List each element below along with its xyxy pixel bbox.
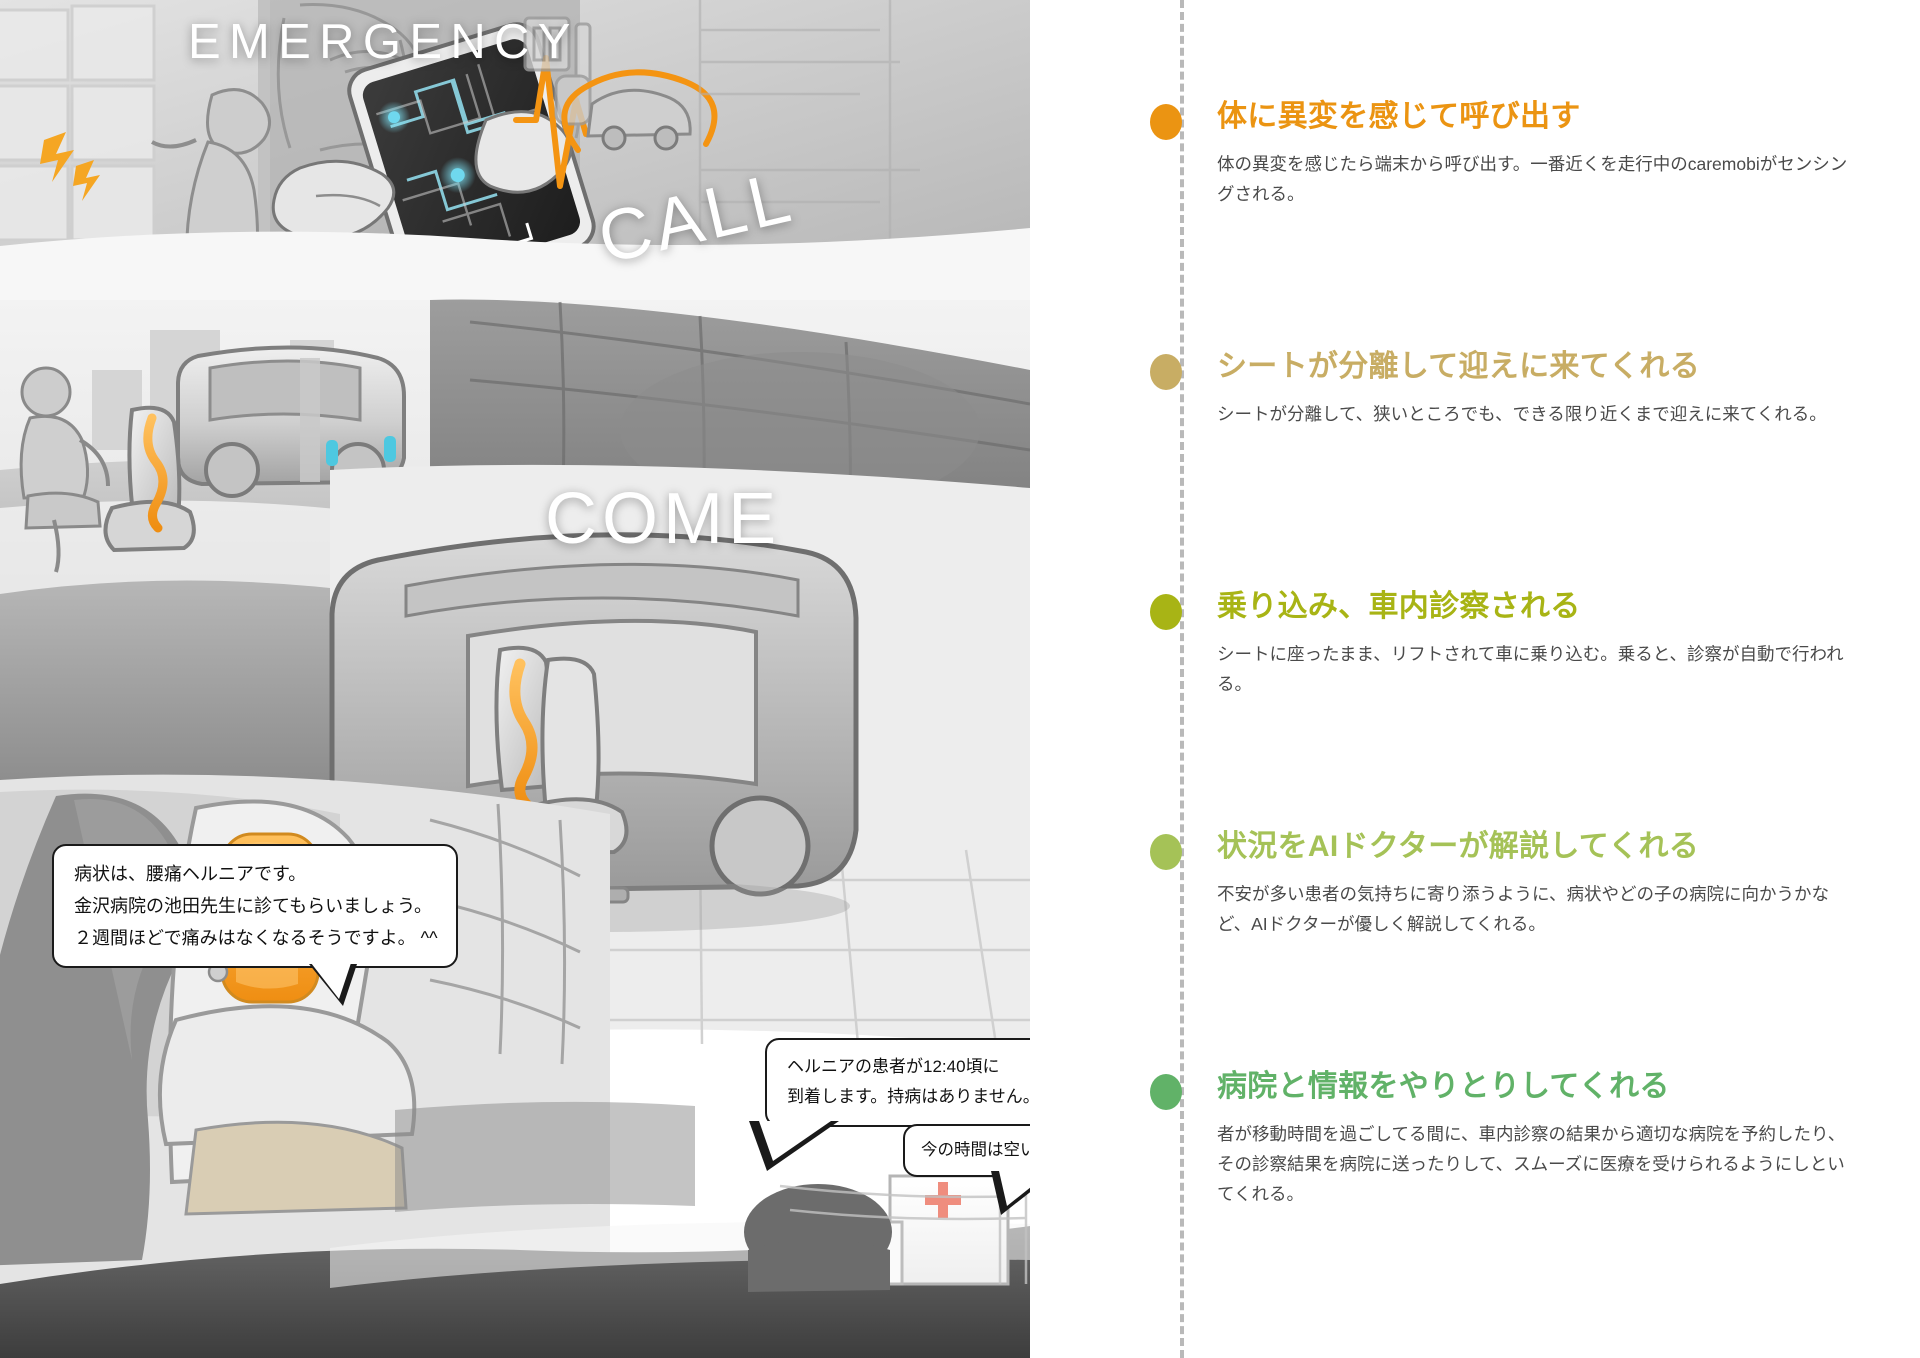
step-body-2: シートが分離して、狭いところでも、できる限り近くまで迎えに来てくれる。 [1217, 403, 1827, 424]
timeline-step-5: 病院と情報をやりとりしてくれる 者が移動時間を過ごしてる間に、車内診察の結果から… [1150, 1068, 1890, 1209]
bubble-tail-inner [759, 1120, 831, 1161]
timeline-step-1: 体に異変を感じて呼び出す 体の異変を感じたら端末から呼び出す。一番近くを走行中の… [1150, 98, 1890, 209]
step-body-4: 不安が多い患者の気持ちに寄り添うように、病状やどの子の病院に向かうかなど、AIド… [1217, 883, 1829, 934]
steps-panel [1030, 0, 1920, 1358]
bubble-line: ヘルニアの患者が12:40頃に [787, 1057, 1000, 1076]
operator-figure [744, 1184, 892, 1292]
step-marker-dot-5 [1150, 1074, 1182, 1110]
bubble-line: ２週間ほどで痛みはなくなるそうですよ。 ^^ [74, 928, 438, 949]
timeline-step-3: 乗り込み、車内診察される シートに座ったまま、リフトされて車に乗り込む。乗ると、… [1150, 588, 1890, 699]
step-marker-dot-3 [1150, 594, 1182, 630]
bubble-tail-inner [999, 1171, 1030, 1207]
smartphone-device [347, 22, 596, 295]
heartbeat-pulse [513, 55, 605, 189]
step-body-3: シートに座ったまま、リフトされて車に乗り込む。乗ると、診察が自動で行われる。 [1217, 643, 1844, 694]
bubble-line: 病状は、腰痛ヘルニアです。 [74, 864, 307, 884]
step-marker-dot-2 [1150, 354, 1182, 390]
ai-doctor-diagnosis-bubble: 病状は、腰痛ヘルニアです。 金沢病院の池田先生に診てもらいましょう。 ２週間ほど… [52, 844, 458, 1007]
step-title-3: 乗り込み、車内診察される [1217, 590, 1581, 623]
red-cross-icon [925, 1182, 961, 1218]
step-title-4: 状況をAIドクターが解説してくれる [1217, 830, 1700, 863]
caremobi-vehicle-icon [561, 69, 718, 153]
step-body-1: 体の異変を感じたら端末から呼び出す。一番近くを走行中のcaremobiがセンシン… [1217, 153, 1848, 204]
step-title-1: 体に異変を感じて呼び出す [1217, 100, 1581, 133]
timeline-dashed-connector [1180, 0, 1184, 1358]
bubble-line: 今の時間は空いています [921, 1141, 1030, 1159]
hospital-notification-bubble: ヘルニアの患者が12:40頃に 到着します。持病はありません。 [749, 1038, 1030, 1171]
step-marker-dot-4 [1150, 834, 1182, 870]
waiting-person [19, 366, 110, 573]
hospital-availability-bubble: 今の時間は空いています [903, 1124, 1030, 1216]
panel-emergency-call [0, 0, 1030, 303]
step-title-5: 病院と情報をやりとりしてくれる [1217, 1070, 1670, 1103]
timeline-step-2: シートが分離して迎えに来てくれる シートが分離して、狭いところでも、できる限り近… [1150, 348, 1890, 429]
timeline-step-4: 状況をAIドクターが解説してくれる 不安が多い患者の気持ちに寄り添うように、病状… [1150, 828, 1890, 939]
concept-storyboard-illustration: EMERGENCY CALL COME 病状は、腰痛ヘルニアです。 金沢病院の池… [0, 0, 1030, 1358]
detached-seat [103, 405, 196, 553]
illustration-artwork [0, 0, 1030, 1358]
step-body-5: 者が移動時間を過ごしてる間に、車内診察の結果から適切な病院を予約したり、その診察… [1217, 1123, 1846, 1204]
bubble-line: 到着します。持病はありません。 [787, 1087, 1030, 1107]
bubble-line: 金沢病院の池田先生に診てもらいましょう。 [74, 896, 433, 917]
bubble-tail-inner [311, 963, 351, 1000]
step-marker-dot-1 [1150, 104, 1182, 140]
step-title-2: シートが分離して迎えに来てくれる [1217, 350, 1700, 383]
